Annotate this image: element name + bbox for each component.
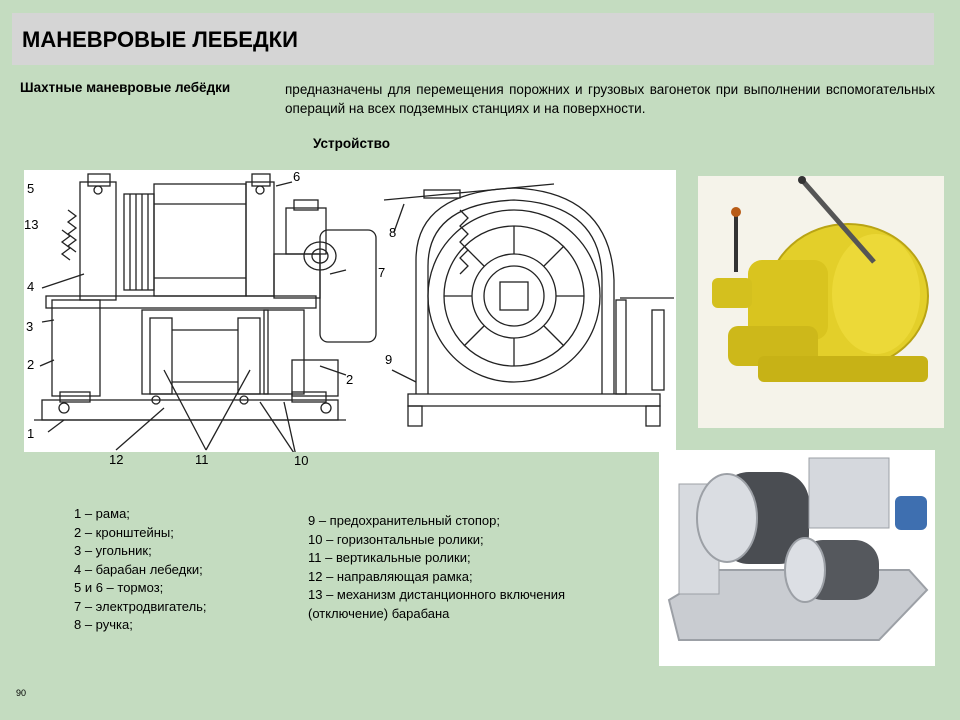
legend-item: 5 и 6 – тормоз; — [74, 580, 164, 595]
callout-2-right: 2 — [346, 372, 354, 387]
drum-wheel — [427, 209, 601, 383]
legend-item: 13 – механизм дистанционного включения — [308, 587, 565, 602]
callout-4: 4 — [27, 279, 35, 294]
legend-right: 9 – предохранительный стопор; 10 – гориз… — [308, 512, 565, 623]
winch-technical-drawing: 5 13 4 3 2 1 12 11 10 6 7 2 8 9 — [24, 169, 676, 468]
callout-2-left: 2 — [27, 357, 35, 372]
upper-drum — [153, 183, 247, 297]
legend-left: 1 – рама; 2 – кронштейны; 3 – угольник; … — [74, 505, 207, 635]
legend-item: 2 – кронштейны; — [74, 524, 174, 540]
callout-8: 8 — [389, 225, 397, 240]
legend-item: 7 – электродвигатель; — [74, 598, 207, 614]
legend-item: (отключение) барабана — [308, 605, 450, 621]
legend-item: 3 – угольник; — [74, 543, 152, 558]
callout-6: 6 — [293, 169, 301, 184]
callout-5: 5 — [27, 181, 35, 196]
callout-3: 3 — [26, 319, 34, 334]
callout-12: 12 — [109, 452, 124, 467]
electric-motor — [319, 229, 377, 343]
yellow-winch-photo — [698, 176, 944, 428]
callout-13: 13 — [24, 217, 39, 232]
side-base — [407, 393, 661, 407]
lower-drum — [141, 309, 269, 395]
angle-beam — [45, 295, 317, 309]
grey-winch-image — [667, 457, 929, 641]
callout-11: 11 — [195, 452, 209, 467]
legend-item: 1 – рама; — [74, 506, 130, 521]
yellow-winch-image — [712, 176, 929, 382]
grey-winch-photo — [659, 450, 935, 666]
callout-1: 1 — [27, 426, 35, 441]
legend-item: 4 – барабан лебедки; — [74, 561, 203, 577]
legend-item: 11 – вертикальные ролики; — [308, 550, 471, 565]
legend-item: 12 – направляющая рамка; — [308, 568, 473, 584]
legend-item: 9 – предохранительный стопор; — [308, 513, 500, 528]
device-heading: Устройство — [313, 136, 390, 151]
callout-9: 9 — [385, 352, 393, 367]
callout-7: 7 — [378, 265, 386, 280]
legend-item: 10 – горизонтальные ролики; — [308, 531, 484, 547]
winch-drawing-svg — [34, 173, 674, 457]
intro-description: предназначены для перемещения порожних и… — [285, 82, 935, 116]
intro-term: Шахтные маневровые лебёдки — [20, 80, 231, 95]
callout-10: 10 — [294, 453, 309, 468]
left-bracket — [51, 299, 101, 397]
base-frame — [41, 399, 339, 421]
page-number: 90 — [16, 688, 27, 698]
title-bar: МАНЕВРОВЫЕ ЛЕБЕДКИ — [12, 13, 934, 65]
legend-item: 8 – ручка; — [74, 617, 133, 632]
page-title: МАНЕВРОВЫЕ ЛЕБЕДКИ — [22, 27, 298, 52]
